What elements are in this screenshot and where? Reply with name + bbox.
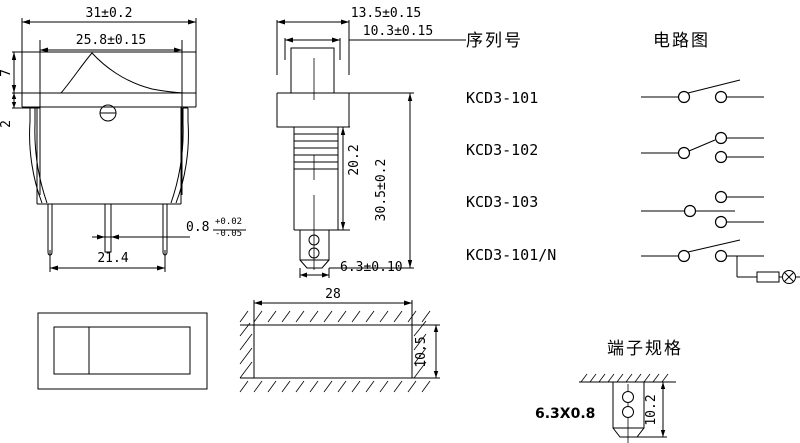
side-view-geometry	[277, 19, 466, 279]
panel-cutout-width-label: 28	[325, 287, 341, 302]
part-number-row-0: KCD3-101	[466, 89, 538, 107]
front-pin-tol-plus-label: +0.02	[215, 217, 242, 227]
panel-cutout-geometry	[38, 313, 207, 389]
front-window-width-label: 25.8±0.15	[76, 33, 146, 48]
terminal-spec-geometry	[579, 373, 676, 443]
front-pin-thickness-label: 0.8	[186, 220, 209, 235]
circuit-diagram-row-1	[641, 131, 764, 164]
part-number-row-3: KCD3-101/N	[466, 246, 556, 264]
side-body-width-label: 10.3±0.15	[363, 24, 433, 39]
side-total-depth-label: 30.5±0.2	[374, 159, 389, 222]
part-number-row-2: KCD3-103	[466, 193, 538, 211]
circuit-diagram-row-0	[641, 80, 764, 104]
circuit-diagram-row-3	[641, 240, 800, 284]
front-view-geometry	[11, 18, 196, 272]
front-pin-tol-minus-label: -0.05	[215, 229, 242, 239]
side-body-depth-label: 20.2	[347, 144, 362, 175]
front-pin-pitch-label: 21.4	[97, 251, 128, 266]
part-number-row-1: KCD3-102	[466, 141, 538, 159]
terminal-height-label: 10.2	[644, 394, 659, 425]
panel-cutout-height-label: 10.5	[414, 336, 429, 367]
circuit-diagram-row-2	[641, 190, 764, 229]
side-terminal-width-label: 6.3±0.10	[340, 260, 403, 275]
panel-section-geometry	[239, 300, 440, 393]
table-header-circuit-diagram: 电路图	[653, 31, 710, 51]
front-rocker-height-label: 7	[0, 69, 14, 77]
terminal-size-label: 6.3X0.8	[535, 406, 595, 422]
terminal-spec-title: 端子规格	[607, 339, 683, 359]
front-overall-width-label: 31±0.2	[86, 6, 133, 21]
side-flange-width-label: 13.5±0.15	[351, 6, 421, 21]
front-flange-thickness-label: 2	[0, 120, 14, 128]
table-header-serial-number: 序列号	[466, 31, 523, 51]
